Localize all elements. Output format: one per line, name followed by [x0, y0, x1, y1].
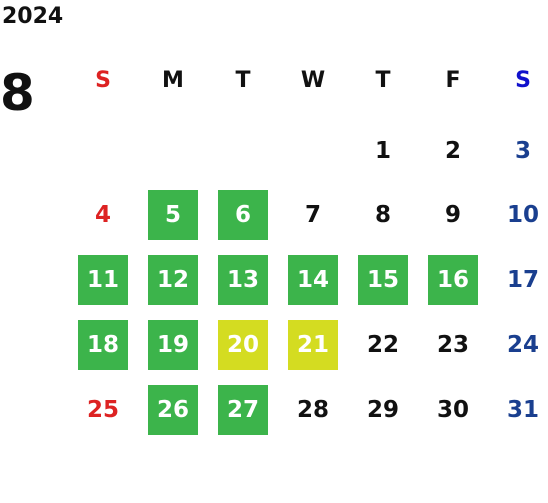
day-cell[interactable]: 28: [296, 397, 329, 423]
weekday-saturday: S: [515, 68, 531, 93]
day-cell[interactable]: 13: [218, 255, 268, 305]
day-cell[interactable]: 29: [366, 397, 399, 423]
day-cell[interactable]: 11: [78, 255, 128, 305]
day-cell[interactable]: 23: [436, 332, 469, 358]
day-cell[interactable]: 15: [358, 255, 408, 305]
day-cell[interactable]: 5: [148, 190, 198, 240]
day-cell[interactable]: 7: [304, 202, 321, 228]
weekday-wednesday: W: [300, 68, 326, 93]
day-cell[interactable]: 19: [148, 320, 198, 370]
day-cell[interactable]: 31: [506, 397, 539, 423]
weekday-sunday: S: [95, 68, 111, 93]
weekday-thursday: T: [375, 68, 391, 93]
day-cell[interactable]: 27: [218, 385, 268, 435]
day-cell[interactable]: 12: [148, 255, 198, 305]
day-cell[interactable]: 1: [374, 138, 391, 164]
day-cell[interactable]: 30: [436, 397, 469, 423]
day-cell[interactable]: 24: [506, 332, 539, 358]
day-cell[interactable]: 21: [288, 320, 338, 370]
day-cell[interactable]: 14: [288, 255, 338, 305]
day-cell[interactable]: 10: [506, 202, 539, 228]
weekday-tuesday: T: [235, 68, 251, 93]
day-cell[interactable]: 3: [514, 138, 531, 164]
year-label: 2024: [2, 4, 64, 29]
month-label: 8: [0, 64, 35, 122]
day-cell[interactable]: 6: [218, 190, 268, 240]
day-cell[interactable]: 20: [218, 320, 268, 370]
day-cell[interactable]: 25: [86, 397, 119, 423]
day-cell[interactable]: 4: [94, 202, 111, 228]
day-cell[interactable]: 26: [148, 385, 198, 435]
day-cell[interactable]: 9: [444, 202, 461, 228]
weekday-friday: F: [445, 68, 461, 93]
day-cell[interactable]: 2: [444, 138, 461, 164]
day-cell[interactable]: 22: [366, 332, 399, 358]
day-cell[interactable]: 8: [374, 202, 391, 228]
weekday-monday: M: [162, 68, 184, 93]
day-cell[interactable]: 16: [428, 255, 478, 305]
day-cell[interactable]: 18: [78, 320, 128, 370]
day-cell[interactable]: 17: [506, 267, 539, 293]
